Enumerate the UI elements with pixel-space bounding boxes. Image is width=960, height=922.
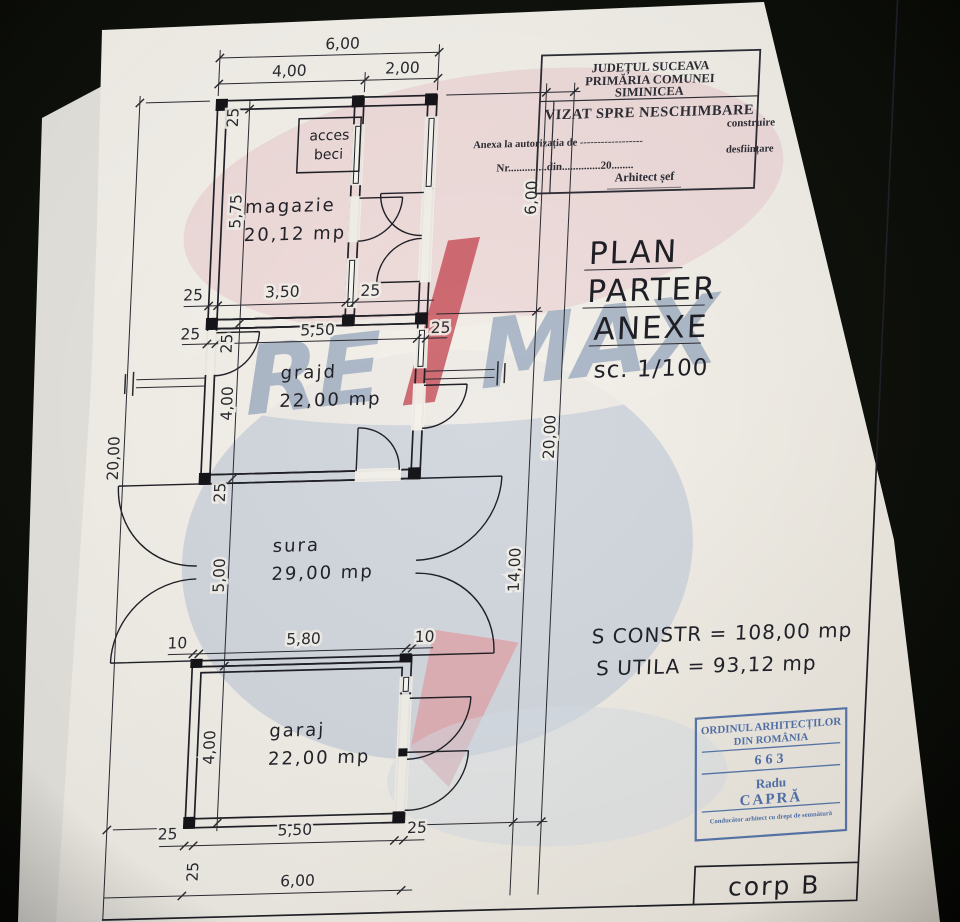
dim-label: 5,00 bbox=[210, 558, 230, 593]
room-area-grajd: 22,00 mp bbox=[279, 388, 382, 412]
dim-label: 6,00 bbox=[280, 872, 315, 891]
window-icon bbox=[417, 329, 426, 367]
title-line3: ANEXE bbox=[593, 309, 709, 348]
dim-label: 25 bbox=[430, 319, 451, 337]
dim-label: 6,00 bbox=[325, 34, 360, 53]
window-icon bbox=[402, 676, 410, 692]
dim-label: 5,80 bbox=[286, 630, 321, 649]
dim-label: 25 bbox=[183, 286, 204, 304]
room-name-magazie: magazie bbox=[245, 195, 337, 218]
stamp-desfiintare: desființare bbox=[726, 143, 774, 155]
dim-label: 25 bbox=[407, 819, 428, 837]
dim-label: 25 bbox=[211, 482, 230, 502]
dim-label: 2,00 bbox=[385, 59, 420, 78]
dim-label: 25 bbox=[157, 825, 178, 843]
stamp-construire: construire bbox=[727, 116, 776, 129]
room-name-sura: sura bbox=[272, 535, 320, 557]
dim-label: 5,75 bbox=[226, 194, 246, 229]
access-box-line2: beci bbox=[314, 147, 344, 164]
room-area-garaj: 22,00 mp bbox=[268, 746, 371, 770]
room-area-magazie: 20,12 mp bbox=[243, 222, 346, 246]
title-line2: PARTER bbox=[586, 271, 717, 310]
corp-label: corp B bbox=[727, 870, 821, 901]
architect-stamp-number: 663 bbox=[754, 751, 787, 768]
dim-label: 10 bbox=[414, 628, 435, 646]
dim-label: 25 bbox=[360, 282, 381, 300]
dim-label: 14,00 bbox=[505, 547, 525, 592]
architect-stamp-first-name: Radu bbox=[756, 774, 786, 791]
room-name-grajd: grajd bbox=[280, 362, 337, 384]
dim-label: 3,50 bbox=[265, 283, 300, 302]
dim-label: 20,00 bbox=[104, 436, 124, 481]
dim-label: 25 bbox=[184, 862, 203, 882]
dim-label: 10 bbox=[167, 634, 188, 652]
room-name-garaj: garaj bbox=[269, 719, 326, 741]
title-scale: sc. 1/100 bbox=[593, 355, 709, 384]
dim-label: 6,00 bbox=[522, 180, 542, 215]
title-line1: PLAN bbox=[588, 234, 679, 272]
dim-label: 25 bbox=[180, 325, 201, 343]
dim-label: 4,00 bbox=[272, 62, 307, 81]
room-area-sura: 29,00 mp bbox=[271, 561, 374, 585]
dim-label: 25 bbox=[218, 333, 237, 353]
dim-label: 4,00 bbox=[200, 730, 220, 765]
dim-label: 20,00 bbox=[540, 414, 560, 459]
dim-label: 5,50 bbox=[277, 821, 312, 840]
access-box-line1: acces bbox=[309, 128, 350, 145]
dim-label: 5,50 bbox=[300, 321, 335, 340]
dim-label: 4,00 bbox=[217, 386, 237, 421]
dim-label: 25 bbox=[224, 107, 243, 127]
stamp-siminicea: SIMINICEA bbox=[615, 84, 684, 100]
